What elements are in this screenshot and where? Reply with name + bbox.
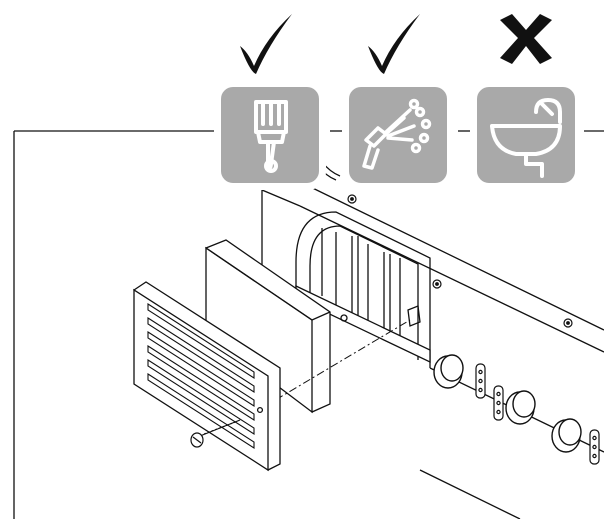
faucet-sink-icon [490, 98, 562, 178]
filter-mat [205, 239, 331, 414]
grille-cover [133, 281, 281, 472]
rounded-square-icon [473, 83, 579, 187]
cover-screw [190, 419, 241, 448]
rounded-square-icon [345, 83, 451, 187]
indicator-slots [475, 363, 600, 465]
instruction-compressed-air [342, 80, 454, 190]
instruction-brush [214, 80, 326, 190]
instruction-water [470, 80, 582, 190]
cross-mark-icon [500, 14, 552, 64]
filter-opening [295, 211, 431, 368]
paintbrush-icon [254, 100, 288, 173]
rounded-square-icon [217, 83, 323, 187]
check-mark-icon [368, 14, 420, 74]
diagram-frame [13, 130, 604, 519]
check-mark-icon [240, 14, 292, 74]
housing-screws [347, 194, 573, 328]
air-blower-nozzle-icon [362, 98, 432, 170]
alignment-line [261, 319, 411, 409]
control-knobs [433, 354, 582, 453]
